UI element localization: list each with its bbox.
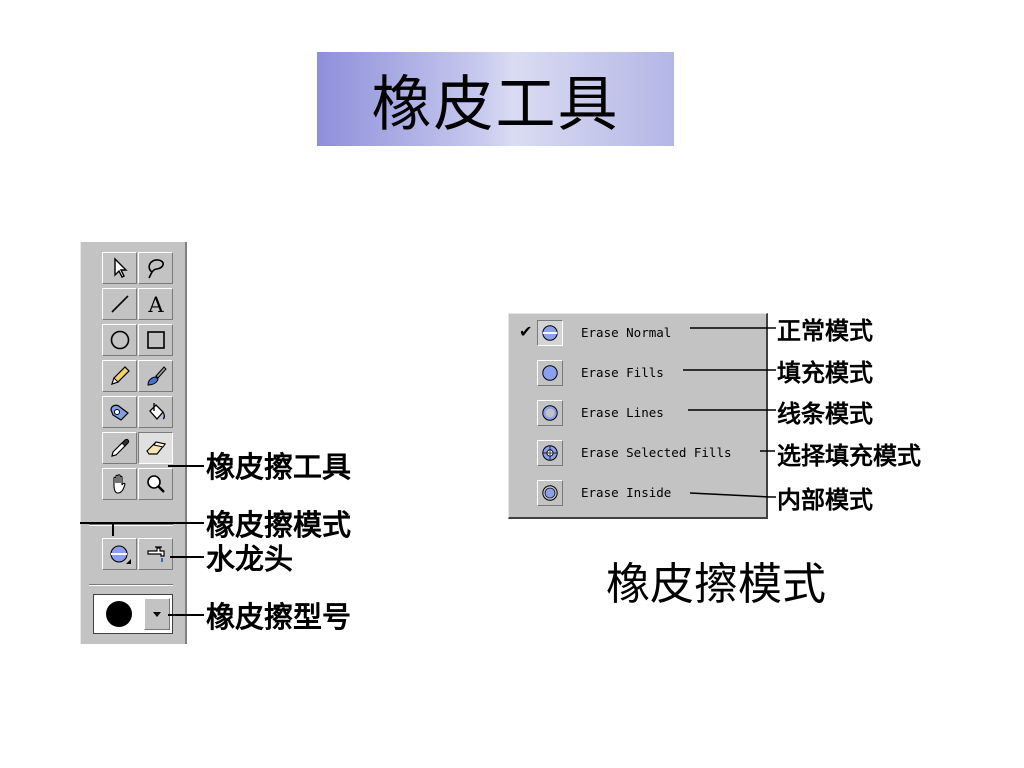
- text-tool[interactable]: A: [138, 288, 173, 320]
- arrow-tool[interactable]: [102, 252, 137, 284]
- line-tool[interactable]: [102, 288, 137, 320]
- hand-tool[interactable]: [102, 468, 137, 500]
- callout-line: [112, 522, 114, 536]
- toolbox: A: [80, 242, 187, 644]
- mode-item-erase-fills[interactable]: Erase Fills: [509, 356, 766, 392]
- callout-line: [168, 614, 204, 616]
- separator: [89, 584, 173, 586]
- round-brush-icon: [106, 601, 132, 627]
- magnifier-tool[interactable]: [138, 468, 173, 500]
- circle-icon: [110, 330, 129, 350]
- faucet-option[interactable]: [138, 538, 173, 570]
- erase-fills-icon: [537, 360, 563, 386]
- rectangle-tool[interactable]: [138, 324, 173, 356]
- callout-line: [80, 522, 204, 524]
- callout-eraser-size: 橡皮擦型号: [206, 600, 352, 634]
- brush-icon: [146, 366, 167, 386]
- dropper-icon: [110, 438, 129, 457]
- callout-line: [170, 556, 204, 558]
- lasso-icon: [147, 259, 164, 279]
- lasso-tool[interactable]: [138, 252, 173, 284]
- callout-eraser-mode: 橡皮擦模式: [206, 508, 352, 542]
- square-icon: [146, 331, 165, 349]
- mode-item-erase-inside[interactable]: Erase Inside: [509, 476, 766, 512]
- callout-selected-fill-mode: 选择填充模式: [777, 441, 921, 470]
- callout-inside-mode: 内部模式: [777, 485, 873, 514]
- callout-normal-mode: 正常模式: [777, 316, 873, 345]
- mode-item-erase-normal[interactable]: ✔ Erase Normal: [509, 316, 766, 352]
- eraser-tool[interactable]: [138, 432, 173, 464]
- faucet-icon: [146, 546, 165, 562]
- caption: 橡皮擦模式: [606, 559, 826, 610]
- check-icon: ✔: [519, 322, 533, 341]
- line-icon: [110, 295, 129, 313]
- title-banner: 橡皮工具: [317, 52, 674, 146]
- page-title: 橡皮工具: [371, 69, 620, 140]
- mode-label: Erase Inside: [581, 485, 672, 500]
- eraser-mode-icon: [109, 545, 131, 564]
- callout-line: [168, 465, 204, 467]
- callout-eraser-tool: 橡皮擦工具: [206, 450, 352, 484]
- separator: [89, 524, 173, 526]
- chevron-down-icon: [153, 612, 161, 617]
- eraser-mode-option[interactable]: [102, 538, 137, 570]
- oval-tool[interactable]: [102, 324, 137, 356]
- ink-bottle-icon: [109, 404, 129, 421]
- callout-fill-mode: 填充模式: [777, 358, 873, 387]
- erase-lines-icon: [537, 400, 563, 426]
- arrow-icon: [113, 257, 128, 278]
- mode-item-erase-selected-fills[interactable]: Erase Selected Fills: [509, 436, 766, 472]
- erase-selected-fills-icon: [537, 440, 563, 466]
- mode-item-erase-lines[interactable]: Erase Lines: [509, 396, 766, 432]
- callout-line-mode: 线条模式: [777, 399, 873, 428]
- mode-label: Erase Normal: [581, 325, 672, 340]
- paint-bucket-icon: [148, 403, 165, 420]
- svg-text:A: A: [147, 293, 164, 316]
- pencil-icon: [110, 366, 130, 385]
- pencil-tool[interactable]: [102, 360, 137, 392]
- erase-mode-menu: ✔ Erase Normal Erase Fills Erase Lines E…: [508, 313, 768, 519]
- ink-bottle-tool[interactable]: [102, 396, 137, 428]
- callout-faucet: 水龙头: [206, 542, 294, 576]
- mode-label: Erase Fills: [581, 365, 664, 380]
- paint-bucket-tool[interactable]: [138, 396, 173, 428]
- eraser-icon: [145, 441, 166, 455]
- erase-inside-icon: [537, 480, 563, 506]
- dropper-tool[interactable]: [102, 432, 137, 464]
- mode-label: Erase Selected Fills: [581, 445, 732, 460]
- erase-normal-icon: [537, 320, 563, 346]
- text-a-icon: A: [147, 293, 164, 316]
- brush-tool[interactable]: [138, 360, 173, 392]
- hand-icon: [112, 474, 126, 494]
- mode-label: Erase Lines: [581, 405, 664, 420]
- magnifier-icon: [146, 475, 165, 493]
